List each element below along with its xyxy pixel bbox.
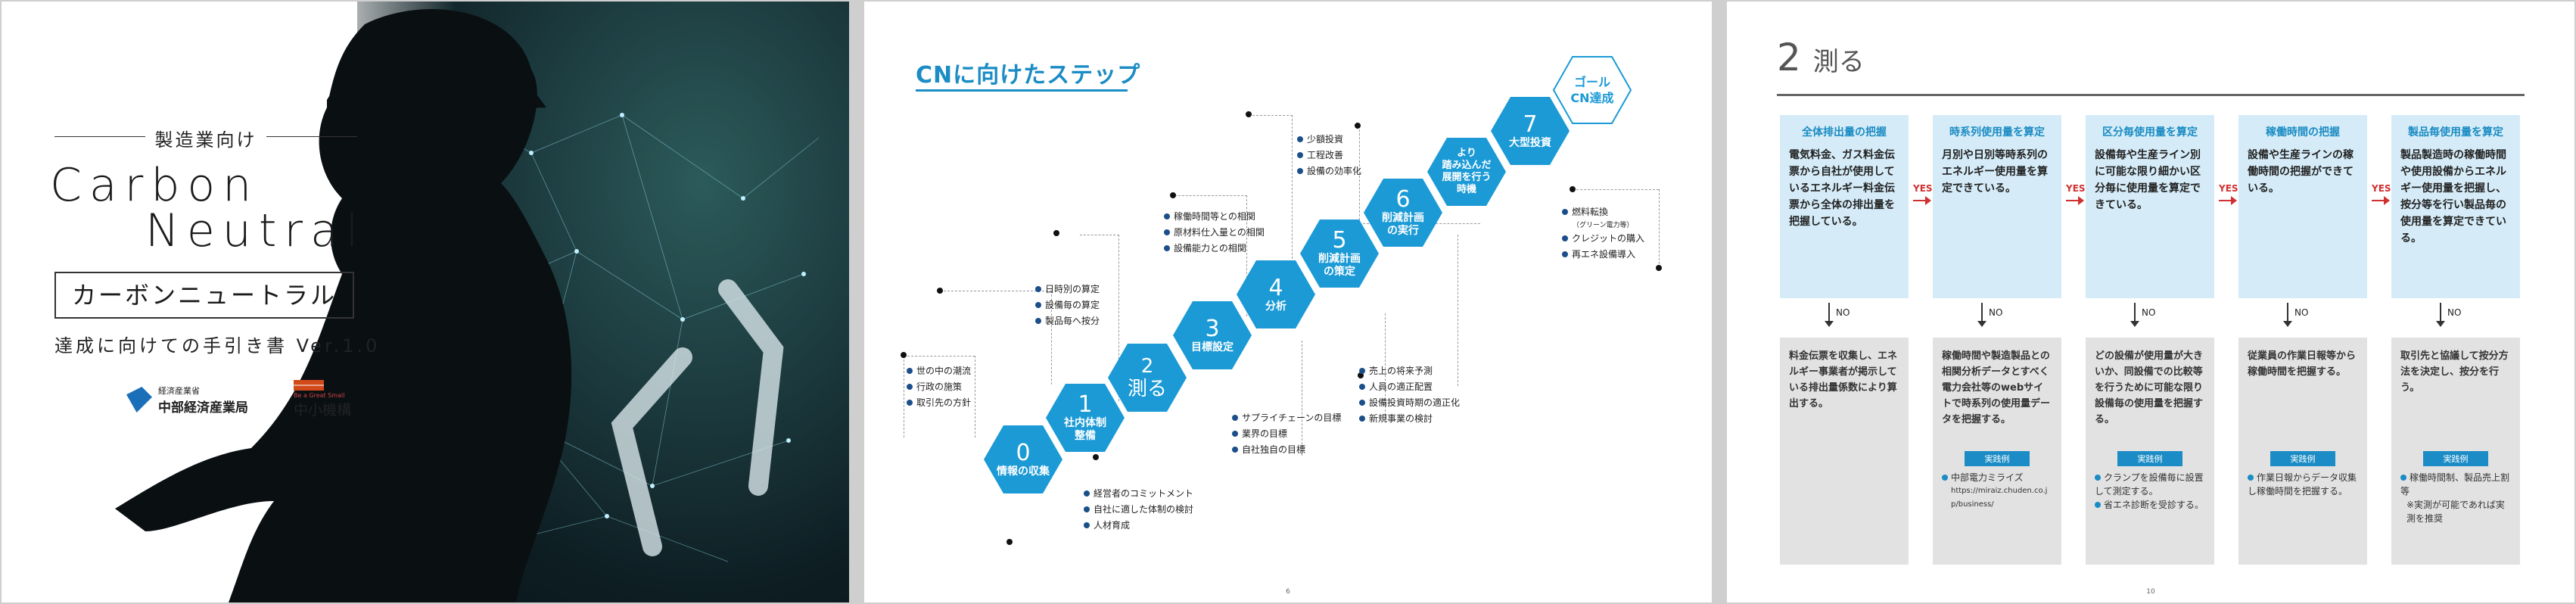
cover-page: 製造業向け Carbon Neutral カーボンニュートラル 達成に向けての手… — [2, 2, 849, 602]
page-title: CNに向けたステップ — [916, 56, 1140, 89]
measure-column-5: 製品毎使用量を算定製品製造時の稼働時間や使用設備からエネルギー使用量を把握し、按… — [2391, 115, 2520, 565]
example-badge: 実践例 — [2270, 451, 2335, 466]
smrj-logo: Be a Great Small 中小機構 — [294, 380, 351, 419]
right-arrow-icon — [2372, 200, 2388, 201]
step-6-list: 少額投資工程改善設備の効率化 — [1297, 132, 1361, 179]
down-arrow-icon — [1981, 303, 1983, 325]
step-3-list: サプライチェーンの目標業界の目標自社独自の目標 — [1232, 410, 1341, 458]
right-arrow-icon — [2066, 200, 2083, 201]
measure-page: 2 測る 全体排出量の把握電気料金、ガス料金伝票から自社が使用しているエネルギー… — [1727, 2, 2574, 602]
meti-chubu-logo: 経済産業省 中部経済産業局 — [126, 385, 248, 416]
step-2-list: 日時別の算定設備毎の算定製品毎へ按分 — [1035, 282, 1100, 329]
measure-column-2: 時系列使用量を算定月別や日別等時系列のエネルギー使用量を算定できている。 NO … — [1933, 115, 2061, 565]
cover-logos: 経済産業省 中部経済産業局 Be a Great Small 中小機構 — [126, 380, 351, 419]
step-7-list: 燃料転換（グリーン電力等）クレジットの購入再エネ設備導入 — [1562, 204, 1644, 263]
right-arrow-icon — [2219, 200, 2235, 201]
example-badge: 実践例 — [1965, 451, 2030, 466]
page-number: 10 — [1727, 588, 2574, 596]
cover-title-japanese: カーボンニュートラル — [54, 272, 354, 319]
step-5-list: 売上の将来予測人員の適正配置設備投資時期の適正化新規事業の検討 — [1359, 363, 1460, 427]
cover-title-neutral: Neutral — [145, 204, 366, 257]
yes-label: YES — [2372, 183, 2391, 194]
down-arrow-icon — [2287, 303, 2288, 325]
example-badge: 実践例 — [2117, 451, 2182, 466]
down-arrow-icon — [1828, 303, 1830, 325]
down-arrow-icon — [2440, 303, 2441, 325]
step-2-hex: 2 測る — [1108, 344, 1187, 412]
example-badge: 実践例 — [2423, 451, 2488, 466]
goal-hex: ゴール CN達成 — [1553, 56, 1632, 124]
meti-mark-icon — [126, 387, 152, 413]
example-url: https://miraiz.chuden.co.jp/business/ — [1942, 484, 2052, 512]
measure-column-4: 稼働時間の把握設備や生産ラインの稼働時間の把握ができている。 NO 従業員の作業… — [2238, 115, 2367, 565]
measure-column-1: 全体排出量の把握電気料金、ガス料金伝票から自社が使用しているエネルギー料金伝票か… — [1780, 115, 1909, 565]
right-arrow-icon — [1913, 200, 1930, 201]
yes-label: YES — [2066, 183, 2086, 194]
cover-tagline: 製造業向け — [54, 125, 357, 151]
step-0-list: 世の中の潮流行政の施策取引先の方針 — [907, 363, 971, 411]
page-title: 2 測る — [1777, 36, 1865, 79]
measure-column-3: 区分毎使用量を算定設備毎や生産ライン別に可能な限り細かい区分毎に使用量を算定でき… — [2086, 115, 2214, 565]
smrj-mark-icon — [294, 380, 324, 391]
yes-label: YES — [2219, 183, 2238, 194]
page-number: 6 — [864, 588, 1712, 596]
yes-label: YES — [1913, 183, 1933, 194]
cover-subtitle: 達成に向けての手引き書 Ver.1.0 — [54, 331, 380, 357]
step-4-list: 稼働時間等との相関原材料仕入量との相関設備能力との相関 — [1164, 209, 1265, 257]
down-arrow-icon — [2134, 303, 2136, 325]
step-1-list: 経営者のコミットメント自社に適した体制の検討人材育成 — [1084, 486, 1193, 534]
